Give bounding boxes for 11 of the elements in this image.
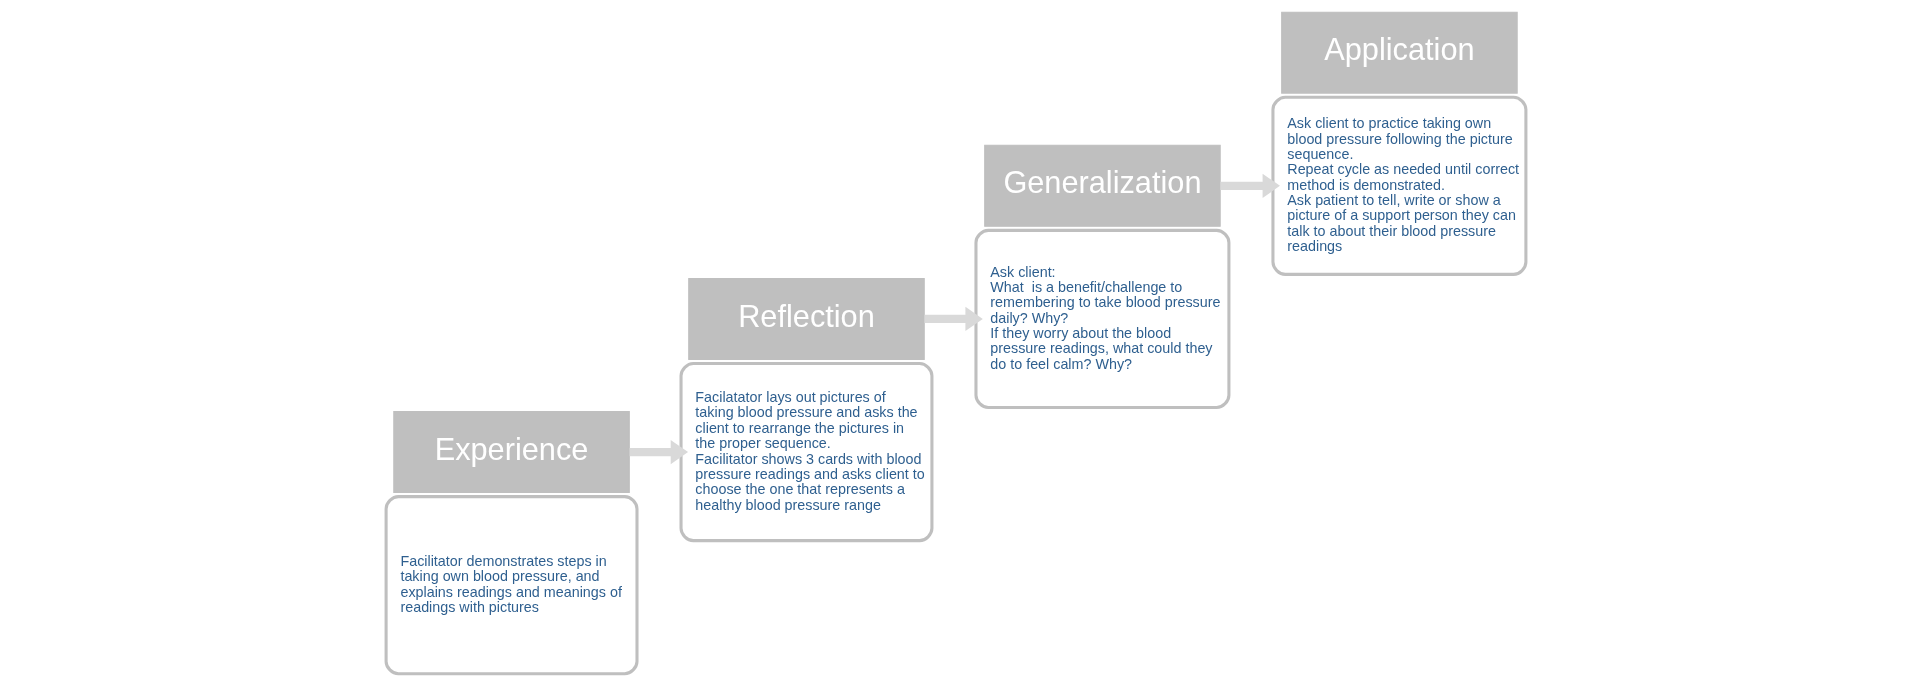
- node-box: Ask client: What is a benefit/challenge to remembering to take blood pressure daily? Why? If they worry about the blood pressure readings, what could they do to feel calm? Why?: [973, 228, 1230, 410]
- node-box: Facilitator demonstrates steps in taking own blood pressure, and explains readings and meanings of readings with pictures: [384, 495, 639, 676]
- node-box: Facilatator lays out pictures of taking blood pressure and asks the client to rearrange the pictures in the proper sequence. Facilitator shows 3 cards with blood pressure readings and asks client to choose the one that represents a healthy blood pressure range: [679, 361, 933, 543]
- node-box: Generalization: [983, 144, 1221, 227]
- arrow: [629, 439, 688, 465]
- arrow: [1219, 173, 1280, 198]
- node-box: Application: [1280, 11, 1518, 94]
- node-box: Reflection: [687, 277, 925, 360]
- node-box: Experience: [392, 411, 630, 494]
- arrow: [924, 306, 983, 332]
- node-box: Ask client to practice taking own blood pressure following the picture sequence. Repeat cycle as needed until correct method is demonstrated. Ask patient to tell, write or show a picture of a support person they can talk to about their blood pressure readings: [1270, 95, 1527, 276]
